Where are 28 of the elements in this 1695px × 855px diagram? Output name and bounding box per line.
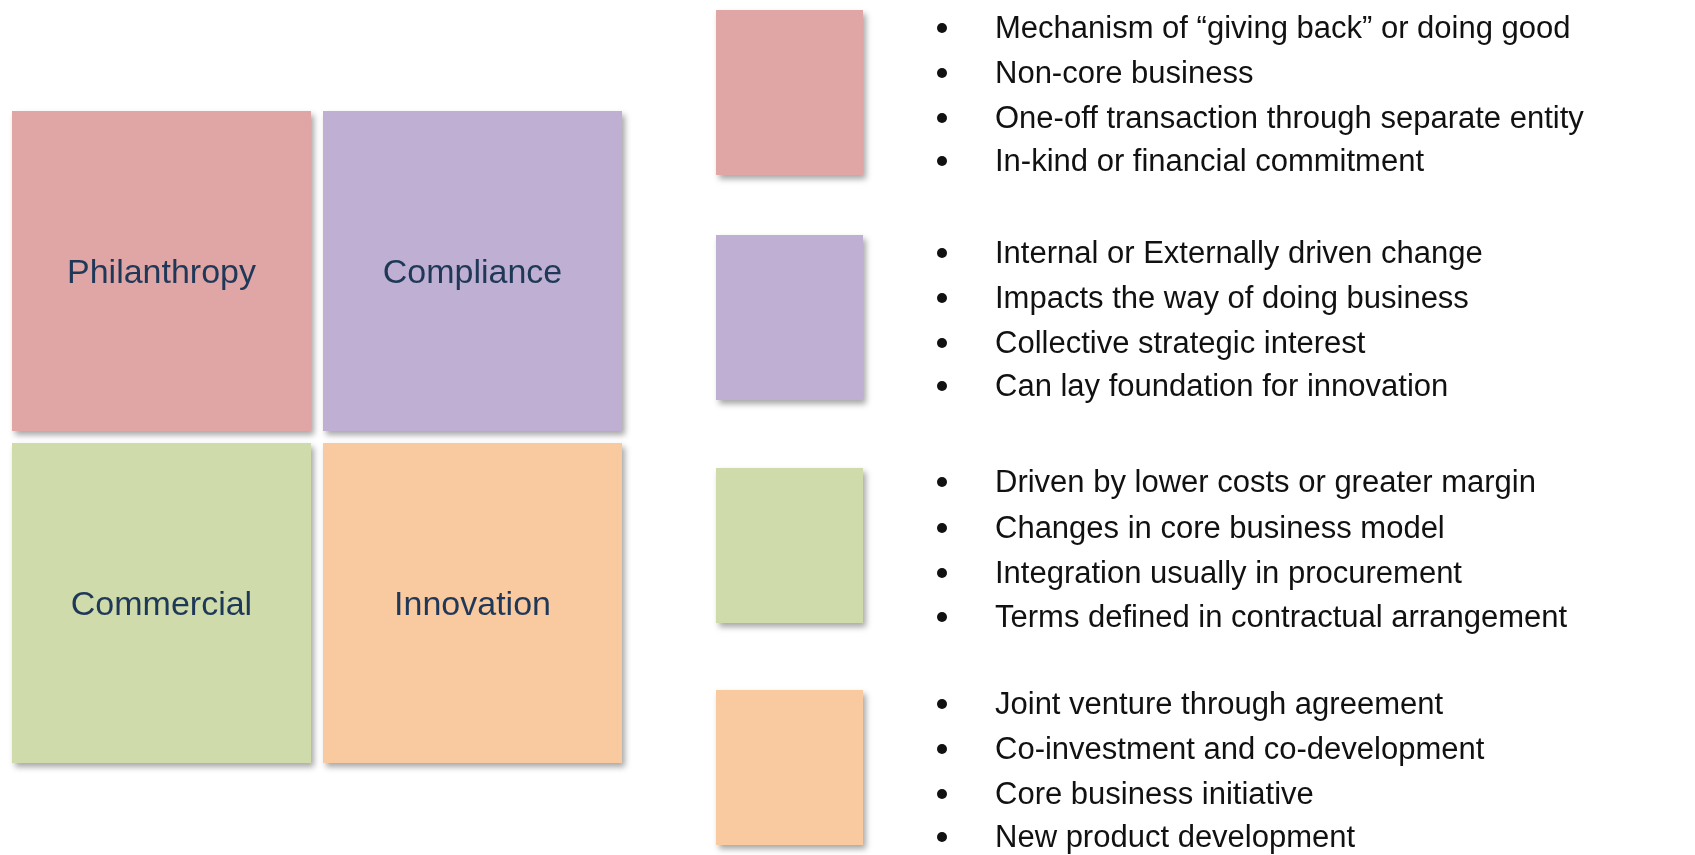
category-tile <box>323 111 622 431</box>
bullet-text: Non-core business <box>995 55 1254 91</box>
bullet-text: Mechanism of “giving back” or doing good <box>995 10 1571 46</box>
category-label: Compliance <box>382 251 563 291</box>
color-swatch <box>716 235 863 400</box>
category-tile <box>12 443 311 763</box>
color-swatch <box>716 10 863 175</box>
category-label: Commercial <box>70 583 253 623</box>
bullet-text: Joint venture through agreement <box>995 686 1444 722</box>
category-label: Innovation <box>394 583 551 623</box>
color-swatch <box>716 690 863 845</box>
bullet-text: Driven by lower costs or greater margin <box>995 464 1536 500</box>
category-label: Philanthropy <box>67 251 256 291</box>
bullet-text: Collective strategic interest <box>995 325 1366 361</box>
bullet-text: One-off transaction through separate entity <box>995 100 1584 136</box>
bullet-text: Internal or Externally driven change <box>995 235 1483 271</box>
category-tile <box>323 443 622 763</box>
bullet-text: Integration usually in procurement <box>995 555 1462 591</box>
bullet-text: Terms defined in contractual arrangement <box>995 599 1568 635</box>
bullet-text: Core business initiative <box>995 776 1314 812</box>
bullet-text: New product development <box>995 819 1356 855</box>
bullet-text: Changes in core business model <box>995 510 1445 546</box>
bullet-text: Co-investment and co-development <box>995 731 1485 767</box>
bullet-text: In-kind or financial commitment <box>995 143 1424 179</box>
category-tile <box>12 111 311 431</box>
bullet-text: Can lay foundation for innovation <box>995 368 1449 404</box>
color-swatch <box>716 468 863 623</box>
bullet-text: Impacts the way of doing business <box>995 280 1469 316</box>
